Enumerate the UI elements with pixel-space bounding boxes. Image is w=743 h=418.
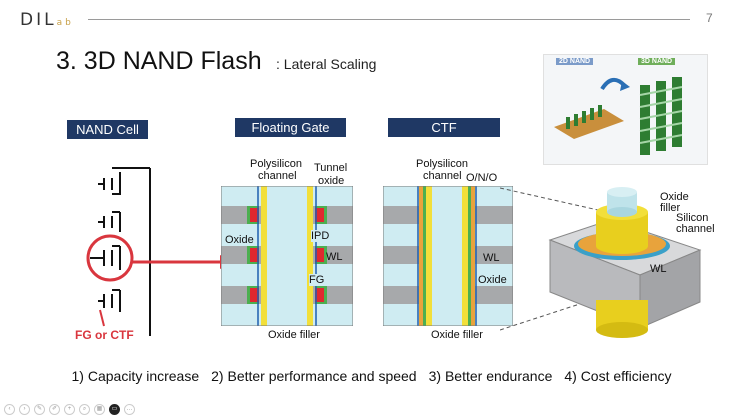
nand-cell-schematic [86,167,234,336]
search-icon[interactable]: ⌕ [79,404,90,415]
header-divider [88,19,690,20]
highlight-icon[interactable]: ✐ [49,404,60,415]
logo-suffix: ab [56,18,74,28]
slide-title: 3. 3D NAND Flash [56,47,262,75]
cell3d-channel-label: channel [676,223,715,235]
fg-polysilicon-label: Polysilicon [250,158,302,170]
fg-oxide-label: Oxide [225,234,254,246]
slide-subtitle: : Lateral Scaling [276,56,377,72]
benefit-item: 2) Better performance and speed [211,368,417,384]
logo-text: DIL [20,10,57,30]
ctf-tag: CTF [388,118,500,137]
cell3d-wl-label: WL [650,263,667,275]
fg-channel-label: channel [258,170,297,182]
fg-label: FG [309,274,325,286]
fg-or-ctf-caption: FG or CTF [75,328,134,342]
highlight-circle [86,234,134,282]
ctf-oxide-label: Oxide [478,274,507,286]
cell3d-filler-label: filler [660,202,681,214]
fg-tunnel-oxide-label: oxide [318,175,345,187]
benefit-item: 3) Better endurance [428,368,553,384]
nand-cell-tag: NAND Cell [67,120,148,139]
floating-gate-diagram [221,186,353,326]
fg-oxide-filler-label: Oxide filler [268,329,320,341]
fg-wl-label: WL [326,251,343,263]
ctf-oxide-filler-label: Oxide filler [431,329,483,341]
zoom-icon[interactable]: + [64,404,75,415]
benefit-item: 1) Capacity increase [71,368,200,384]
prev-icon[interactable]: ‹ [4,404,15,415]
inset-3d-label: 3D NAND [638,58,676,65]
pen-icon[interactable]: ✎ [34,404,45,415]
inset-2d-label: 2D NAND [556,58,594,65]
ctf-channel-label: channel [423,170,462,182]
lab-logo: DILab [20,10,74,30]
fg-tunnel-label: Tunnel [314,162,348,174]
cell3d-silicon-label: Silicon [676,212,709,224]
grid-icon[interactable]: ▦ [94,404,105,415]
page-number: 7 [706,11,713,25]
fg-ipd-label: IPD [311,230,330,242]
benefit-item: 4) Cost efficiency [564,368,672,384]
cc-icon[interactable]: ▭ [109,404,120,415]
cell-3d-diagram [548,187,702,338]
more-icon[interactable]: … [124,404,135,415]
viewer-toolbar: ‹ › ✎ ✐ + ⌕ ▦ ▭ … [4,404,135,415]
nand-comparison-image: 2D NAND 3D NAND [543,54,708,165]
ctf-diagram [383,186,513,326]
benefits-row: 1) Capacity increase 2) Better performan… [0,368,743,384]
cell3d-oxide-label: Oxide [660,191,689,203]
floating-gate-tag: Floating Gate [235,118,346,137]
ctf-polysilicon-label: Polysilicon [416,158,468,170]
next-icon[interactable]: › [19,404,30,415]
ctf-wl-label: WL [483,252,500,264]
ctf-ono-label: O/N/O [466,172,498,184]
